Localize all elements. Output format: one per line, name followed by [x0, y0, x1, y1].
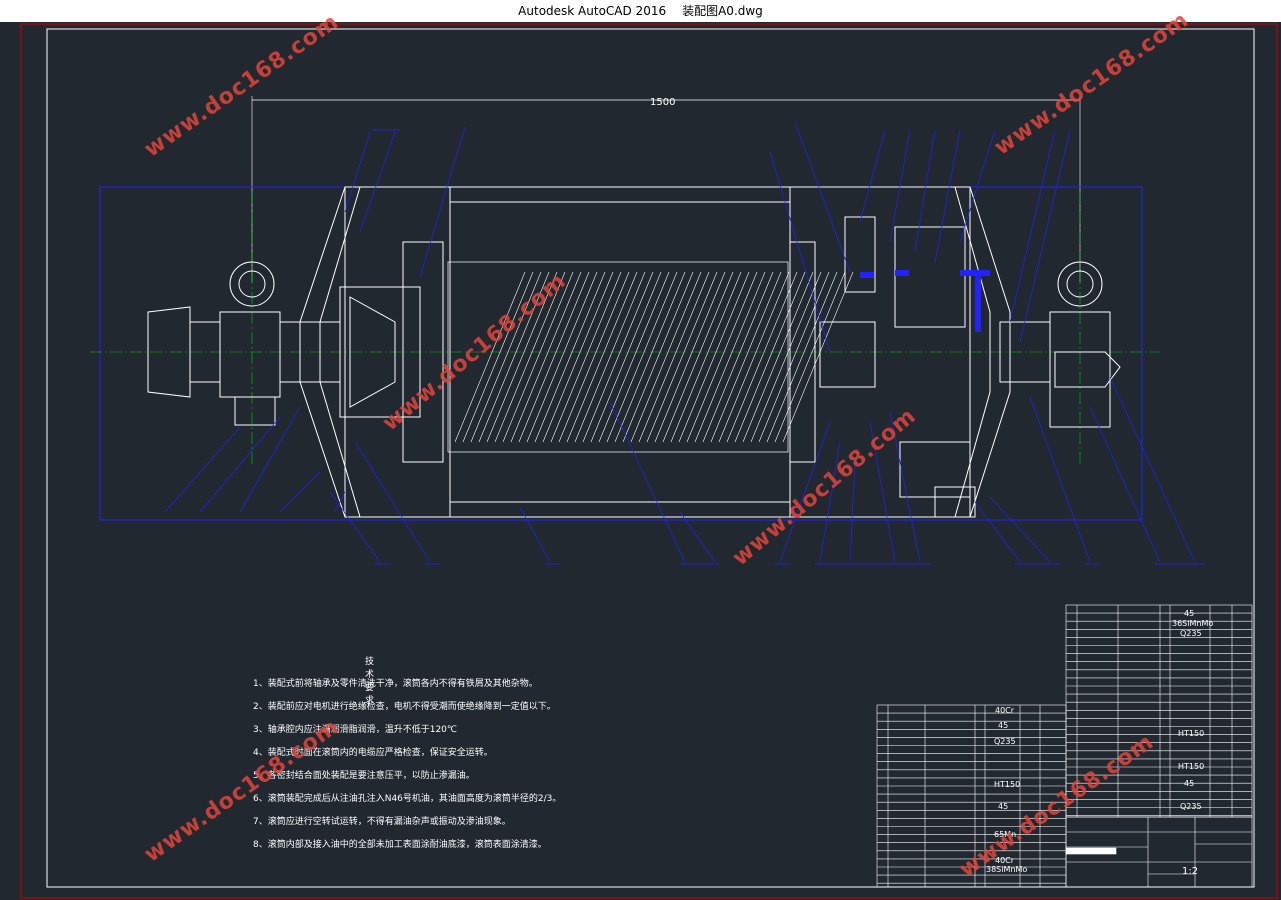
bom-right-material: 45: [1184, 779, 1195, 788]
tech-item: 2、装配前应对电机进行绝缘检查，电机不得受潮而使绝缘降到一定值以下。: [253, 702, 556, 712]
inner-frame: [46, 28, 1255, 888]
bom-right-material: HT150: [1178, 762, 1205, 771]
bom-right-material: Q235: [1180, 802, 1202, 811]
tech-item: 1、装配式前将轴承及零件清洗干净，滚筒各内不得有铁屑及其他杂物。: [253, 679, 538, 689]
blue-details: [860, 270, 990, 332]
bom-left-material: Q235: [994, 737, 1016, 746]
tech-item: 6、滚筒装配完成后从注油孔注入N46号机油，其油面高度为滚筒半径的2/3。: [253, 794, 562, 804]
bom-table-left: [876, 704, 1067, 888]
tech-heading: 技术要求: [365, 657, 375, 706]
window-titlebar: Autodesk AutoCAD 2016 装配图A0.dwg: [0, 0, 1281, 22]
overall-dimension: 1500: [650, 97, 675, 108]
bom-left-material: 38SiMnMo: [986, 865, 1028, 874]
tech-item: 7、滚筒应进行空转试运转，不得有漏油杂声或振动及渗油现象。: [253, 817, 511, 827]
right-end-assembly: [819, 186, 1121, 518]
bom-right-material: 36SiMnMo: [1172, 619, 1214, 628]
file-name: 装配图A0.dwg: [682, 4, 763, 18]
bom-table-right: [1065, 604, 1253, 818]
bom-left-material: 65Mn: [994, 830, 1017, 839]
tech-item: 4、装配式时面在滚筒内的电缆应严格检查，保证安全运转。: [253, 748, 493, 758]
bom-left-material: 40Cr: [995, 856, 1015, 865]
bom-left-material: 45: [998, 721, 1009, 730]
app-title: Autodesk AutoCAD 2016: [518, 4, 667, 18]
title-scale: 1:2: [1182, 866, 1198, 877]
tech-item: 3、轴承腔内应注满润滑脂润滑，温升不低于120℃: [253, 725, 458, 735]
bom-right-material: Q235: [1180, 629, 1202, 638]
bom-left-material: 45: [998, 802, 1009, 811]
bom-right-material: HT150: [1178, 729, 1205, 738]
left-end-assembly: [147, 186, 421, 518]
bom-left-material: HT150: [994, 780, 1021, 789]
tech-item: 8、滚筒内部及接入油中的全部未加工表面涂耐油底漆，滚筒表面涂清漆。: [253, 840, 547, 850]
bom-right-material: 45: [1184, 609, 1195, 618]
drum-shell: [344, 186, 971, 518]
title-block: 1:2: [1065, 816, 1253, 888]
bom-left-material: 40Cr: [995, 706, 1015, 715]
leader-lines: [164, 121, 1196, 563]
tech-item: 5、各密封结合面处装配是要注意压平，以防止渗漏油。: [253, 771, 475, 781]
stator-fins: [447, 261, 854, 453]
drawing-canvas[interactable]: 1500: [0, 7, 1281, 900]
cad-drawing: 1500: [20, 23, 1278, 899]
leader-tag-circles: [372, 129, 1205, 565]
outer-frame: [20, 23, 1278, 899]
